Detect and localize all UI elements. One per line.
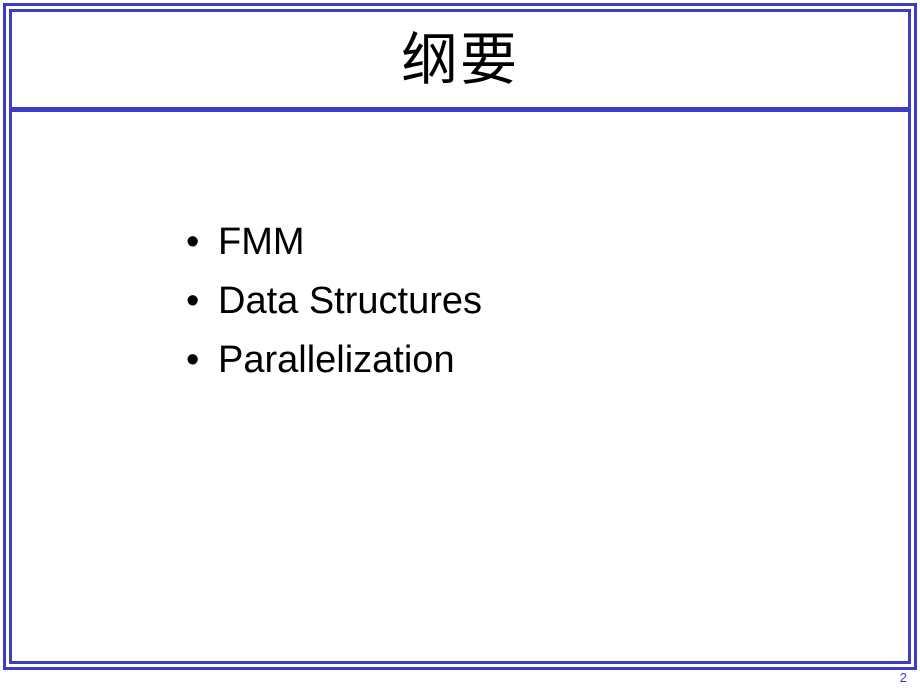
bullet-dot-icon: • — [186, 339, 200, 381]
bullet-dot-icon: • — [186, 221, 200, 263]
list-item-label: FMM — [218, 221, 305, 263]
bullet-dot-icon: • — [186, 280, 200, 322]
page-number: 2 — [899, 670, 907, 685]
list-item-label: Parallelization — [218, 339, 455, 381]
slide-title-placeholder: 纲要 — [12, 12, 908, 108]
list-item: • FMM — [186, 213, 482, 272]
title-separator-rule — [12, 107, 908, 112]
bullet-list: • FMM • Data Structures • Parallelizatio… — [186, 213, 482, 390]
list-item: • Parallelization — [186, 331, 482, 390]
list-item-label: Data Structures — [218, 280, 482, 322]
list-item: • Data Structures — [186, 272, 482, 331]
page-title: 纲要 — [401, 26, 519, 93]
slide-body-placeholder: • FMM • Data Structures • Parallelizatio… — [12, 112, 908, 660]
